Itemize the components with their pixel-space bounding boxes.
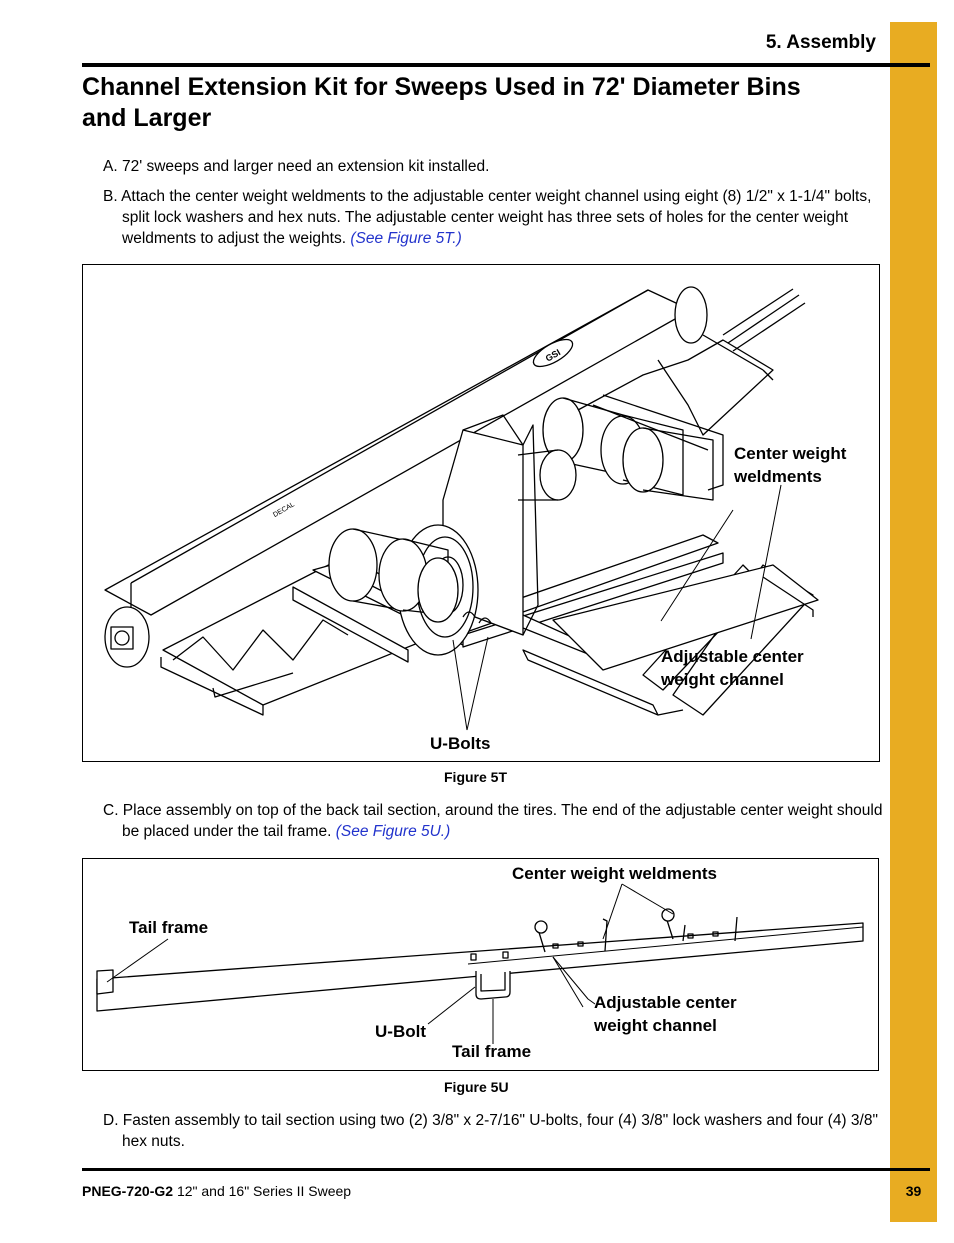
page-number: 39 <box>905 1183 922 1199</box>
step-c-text: C. Place assembly on top of the back tai… <box>103 802 883 840</box>
step-c: C. Place assembly on top of the back tai… <box>103 800 897 842</box>
figure-5u-link[interactable]: (See Figure 5U.) <box>335 823 451 840</box>
callout-5u-center-weight-weldments: Center weight weldments <box>512 864 717 883</box>
figure-5u-illustration <box>96 883 864 1044</box>
figure-5t-illustration: GSI DECAL <box>104 286 819 731</box>
figure-5t-link[interactable]: (See Figure 5T.) <box>350 230 462 247</box>
step-b: B. Attach the center weight weldments to… <box>103 186 897 249</box>
callout-adjustable-center-weight-channel: Adjustable center weight channel <box>661 647 804 689</box>
step-a-text: A. 72' sweeps and larger need an extensi… <box>103 158 490 175</box>
step-d-text: D. Fasten assembly to tail section using… <box>103 1112 878 1150</box>
footer-doc: PNEG-720-G2 12" and 16" Series II Sweep <box>82 1183 351 1199</box>
callout-5u-adjustable-center-weight-channel: Adjustable center weight channel <box>594 993 737 1035</box>
figure-5t: GSI DECAL <box>82 264 880 762</box>
callout-center-weight-weldments: Center weight weldments <box>734 444 847 486</box>
callout-u-bolts: U-Bolts <box>430 734 491 753</box>
figure-5u: Center weight weldments Tail frame U-Bol… <box>82 858 879 1071</box>
header-rule <box>82 63 930 67</box>
footer-doc-code: PNEG-720-G2 <box>82 1183 174 1199</box>
figure-5u-caption: Figure 5U <box>444 1079 509 1095</box>
section-header: 5. Assembly <box>765 32 876 53</box>
step-d: D. Fasten assembly to tail section using… <box>103 1110 897 1152</box>
footer-doc-title: 12" and 16" Series II Sweep <box>176 1183 352 1199</box>
side-color-tab <box>890 22 937 1222</box>
callout-tail-frame-bottom: Tail frame <box>452 1042 532 1061</box>
figure-5t-caption: Figure 5T <box>444 769 508 785</box>
callout-tail-frame-top: Tail frame <box>129 918 209 937</box>
step-b-text: B. Attach the center weight weldments to… <box>103 188 872 247</box>
footer-rule <box>82 1168 930 1171</box>
callout-u-bolt: U-Bolt <box>375 1022 426 1041</box>
step-a: A. 72' sweeps and larger need an extensi… <box>103 156 897 177</box>
page-title: Channel Extension Kit for Sweeps Used in… <box>82 73 801 132</box>
